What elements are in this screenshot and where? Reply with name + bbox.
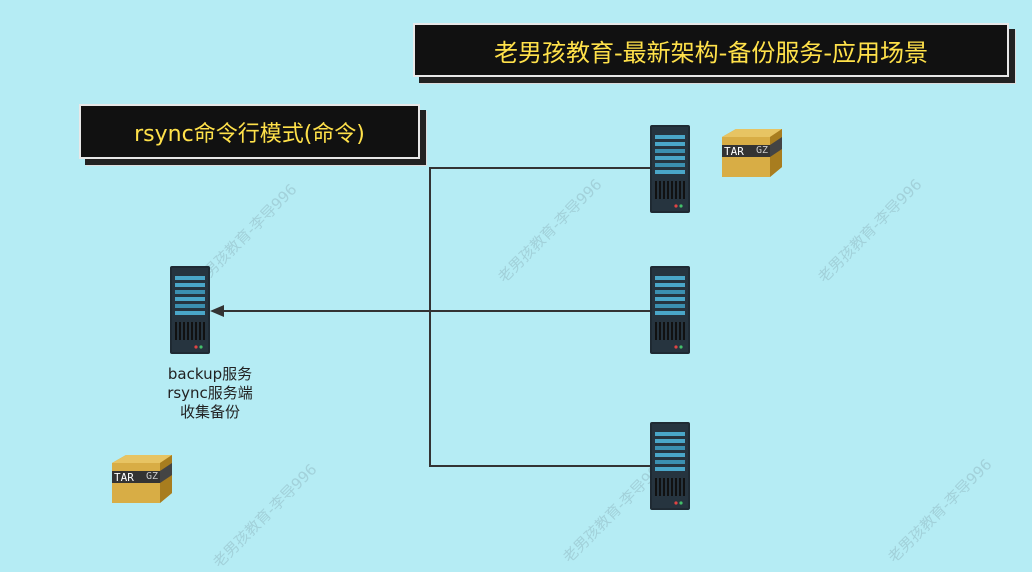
- archive-label-gz: GZ: [146, 471, 159, 482]
- archive-icon: TAR GZ: [106, 453, 176, 505]
- connector-diagram: [210, 167, 650, 467]
- server-icon: [650, 266, 690, 354]
- archive-label-tar: TAR: [724, 145, 744, 158]
- archive-icon: TAR GZ: [716, 127, 786, 179]
- caption-line: rsync服务端: [167, 384, 253, 402]
- mode-title: rsync命令行模式(命令): [79, 104, 420, 159]
- caption-line: 收集备份: [179, 403, 240, 421]
- server-icon: [650, 125, 690, 213]
- server-icon: [650, 422, 690, 510]
- backup-server-icon: [170, 266, 210, 354]
- connector-line-top: [429, 167, 650, 467]
- backup-server-caption: backup服务 rsync服务端 收集备份: [110, 365, 310, 422]
- archive-label-gz: GZ: [756, 145, 769, 156]
- caption-line: backup服务: [167, 365, 253, 383]
- main-title: 老男孩教育-最新架构-备份服务-应用场景: [413, 23, 1009, 77]
- archive-label-tar: TAR: [114, 471, 134, 484]
- arrow-head: [210, 305, 224, 317]
